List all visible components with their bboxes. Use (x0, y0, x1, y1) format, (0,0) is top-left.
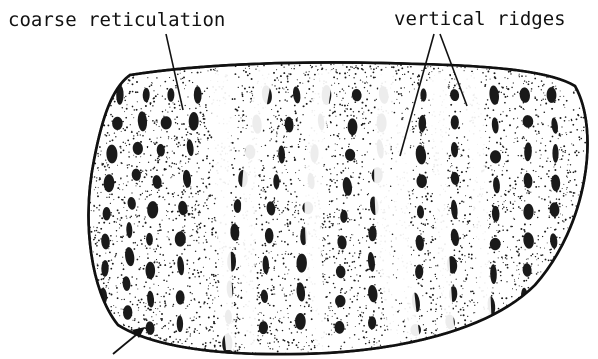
seed-outline (89, 62, 588, 354)
